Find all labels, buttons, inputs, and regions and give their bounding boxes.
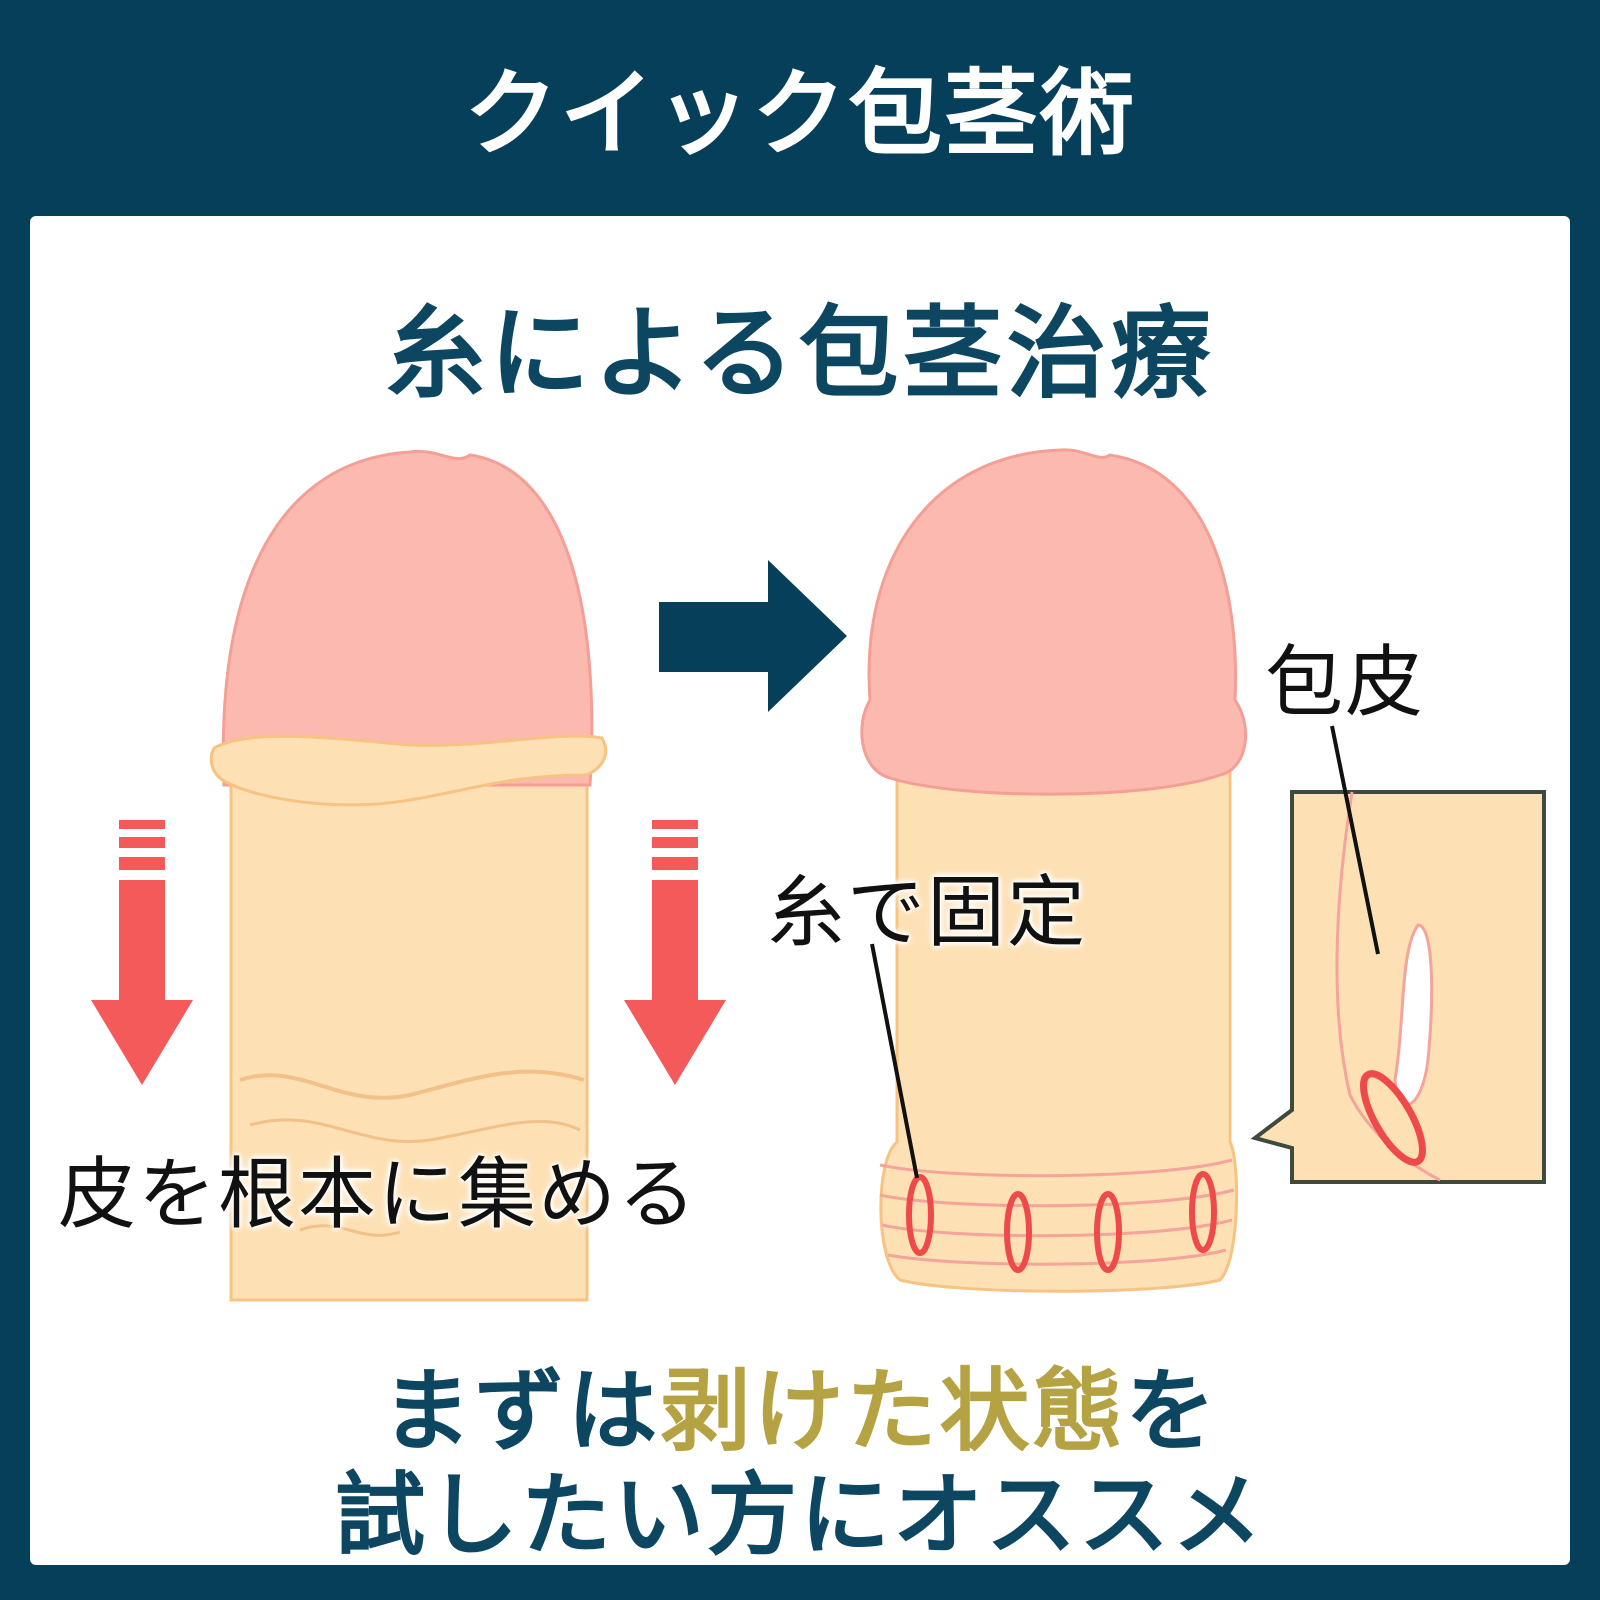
callout-gap xyxy=(1393,923,1434,1106)
thread-loop xyxy=(1004,1191,1032,1273)
skin-ring-line-3 xyxy=(881,1218,1233,1238)
left-skin-crease-middle xyxy=(249,1118,581,1143)
left-glans xyxy=(221,449,594,787)
thread-loop xyxy=(1189,1171,1217,1253)
down-arrow-left xyxy=(91,820,193,1085)
down-arrow-right xyxy=(624,820,726,1085)
caption-line-1-after: を xyxy=(1125,1359,1219,1464)
left-skin-crease-lower xyxy=(299,1224,401,1237)
prepuce-pointer-line xyxy=(1330,725,1380,955)
skin-ring-line-4 xyxy=(887,1248,1227,1266)
thread-loop xyxy=(906,1174,934,1256)
caption-line-2: 試したい方にオススメ xyxy=(335,1463,1265,1568)
detail-callout xyxy=(1250,725,1546,1184)
transition-arrow xyxy=(659,560,847,712)
after-figure xyxy=(860,448,1248,1293)
right-shaft xyxy=(879,758,1239,1293)
thread-loop xyxy=(1094,1191,1122,1273)
header-title: クイック包茎術 xyxy=(463,60,1136,169)
left-skin-crease-upper xyxy=(239,1069,585,1100)
skin-ring-line-2 xyxy=(879,1188,1235,1208)
label-prepuce: 包皮 xyxy=(1265,638,1426,728)
label-fix-with-thread: 糸で固定 xyxy=(767,868,1088,958)
caption-line-1: まずは剥けた状態を xyxy=(0,1338,1600,1468)
label-gather-skin: 皮を根本に集める xyxy=(58,1150,699,1240)
thread-pointer-line xyxy=(870,943,919,1179)
callout-thread-loop xyxy=(1360,1070,1426,1166)
left-shaft xyxy=(229,758,589,1302)
before-figure xyxy=(209,449,608,1302)
left-foreskin-fold xyxy=(209,734,608,807)
diagram-title: 糸による包茎治療 xyxy=(385,295,1215,412)
caption-line-1-before: まずは xyxy=(381,1359,661,1464)
callout-box xyxy=(1250,790,1546,1184)
caption-line-1-highlight: 剥けた状態 xyxy=(660,1359,1126,1464)
right-glans xyxy=(860,448,1248,796)
header-bar: クイック包茎術 xyxy=(0,0,1600,210)
